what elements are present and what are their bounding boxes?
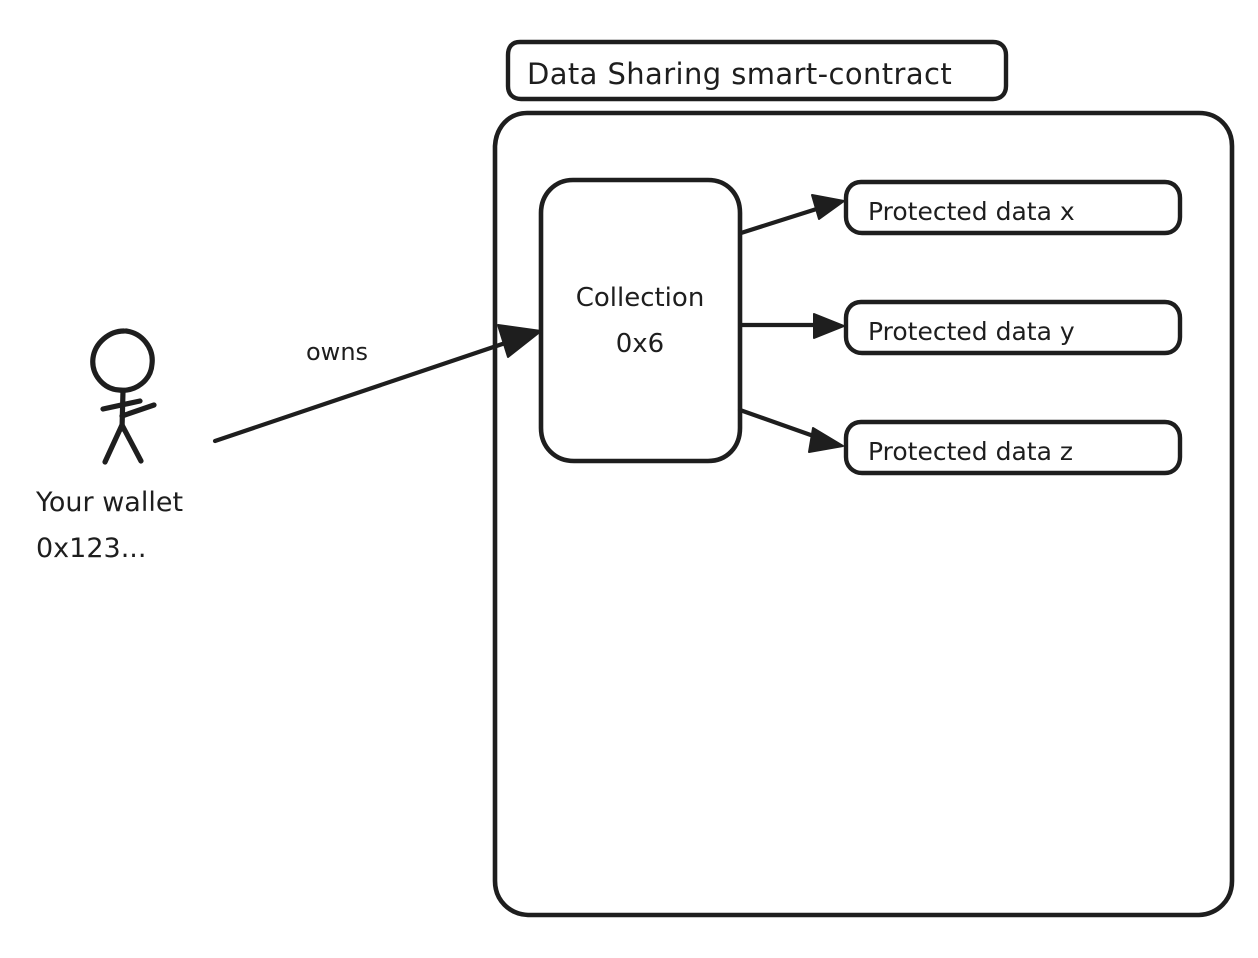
arrow-collection-to-data-z [737, 407, 844, 453]
protected-data-box-z [843, 419, 1183, 476]
smart-contract-title-box [505, 39, 1009, 102]
arrow-collection-to-data-y [738, 313, 845, 339]
wallet-label-line2: 0x123... [36, 533, 146, 564]
smart-contract-container [492, 110, 1235, 918]
collection-box [538, 177, 743, 464]
owns-relation-label: owns [306, 338, 368, 366]
protected-data-box-x [843, 179, 1183, 236]
protected-data-box-y [843, 299, 1183, 356]
collection-label-line1: Collection [576, 283, 705, 313]
protected-data-label-x: Protected data x [868, 197, 1075, 226]
protected-data-label-y: Protected data y [868, 317, 1075, 346]
collection-label-line2: 0x6 [616, 329, 664, 359]
arrow-wallet-owns-collection [212, 324, 542, 444]
smart-contract-title: Data Sharing smart-contract [527, 57, 952, 91]
protected-data-label-z: Protected data z [868, 437, 1073, 466]
stick-figure-person-icon [90, 328, 157, 465]
arrow-collection-to-data-x [738, 194, 845, 236]
wallet-label-line1: Your wallet [35, 487, 183, 518]
